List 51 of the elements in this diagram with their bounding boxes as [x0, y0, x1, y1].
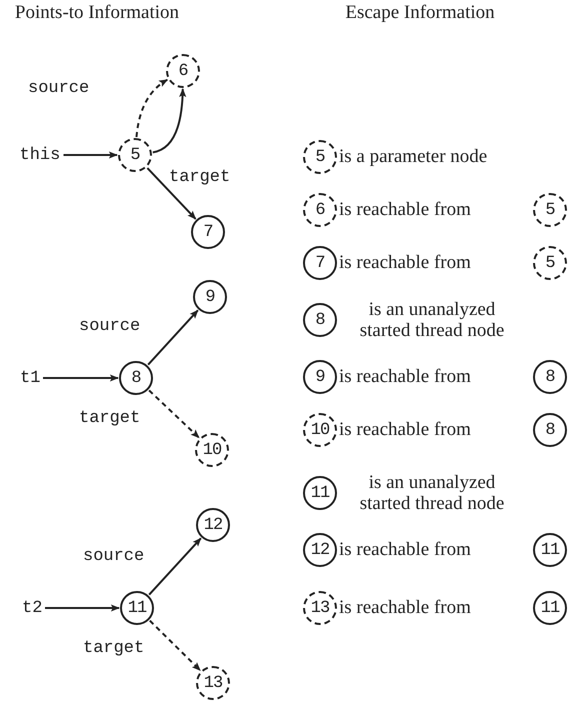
variable-label: t1 [20, 368, 40, 388]
description-text: is reachable from [339, 597, 471, 618]
graph-node-circle: 6 [166, 54, 200, 88]
graph-node-circle: 9 [193, 280, 227, 314]
description-text: is reachable from [339, 252, 471, 273]
edge-label: target [168, 168, 232, 187]
graph-node-circle: 7 [191, 215, 225, 249]
graph-node-circle: 8 [303, 303, 337, 337]
arrow [149, 620, 201, 672]
graph-node-circle: 13 [303, 591, 337, 625]
arrow [146, 167, 196, 220]
edge-label: target [78, 409, 142, 428]
graph-node-circle: 8 [533, 360, 567, 394]
graph-node-circle: 9 [303, 360, 337, 394]
graph-node-circle: 11 [533, 533, 567, 567]
description-text: is reachable from [339, 366, 471, 387]
graph-node-circle: 5 [303, 140, 337, 174]
column-heading: Points-to Information [14, 2, 180, 23]
arrow [148, 538, 202, 596]
graph-node-circle: 10 [303, 413, 337, 447]
variable-label: this [20, 145, 60, 165]
description-text: is an unanalyzed started thread node [358, 472, 506, 514]
graph-node-circle: 12 [303, 533, 337, 567]
graph-node-circle: 5 [533, 246, 567, 280]
description-text: is reachable from [339, 199, 471, 220]
description-text: is a parameter node [339, 146, 488, 167]
graph-node-circle: 8 [533, 413, 567, 447]
graph-node-circle: 10 [195, 433, 229, 467]
column-heading: Escape Information [344, 2, 496, 23]
description-text: is reachable from [339, 419, 471, 440]
graph-node-circle: 5 [118, 138, 152, 172]
graph-node-circle: 5 [533, 193, 567, 227]
description-text: is reachable from [339, 539, 471, 560]
arrow [147, 310, 199, 366]
graph-node-circle: 11 [303, 476, 337, 510]
description-text: is an unanalyzed started thread node [358, 299, 506, 341]
arrow [43, 374, 119, 382]
arrow [64, 151, 118, 159]
graph-node-circle: 13 [196, 666, 230, 700]
graph-node-circle: 7 [303, 246, 337, 280]
graph-node-circle: 11 [533, 591, 567, 625]
graph-node-circle: 6 [303, 193, 337, 227]
edge-label: target [82, 639, 146, 658]
graph-node-circle: 8 [119, 361, 153, 395]
arrow [136, 78, 168, 138]
graph-node-circle: 12 [196, 508, 230, 542]
arrow [148, 390, 200, 438]
graph-node-circle: 11 [120, 591, 154, 625]
variable-label: t2 [22, 598, 42, 618]
arrow [152, 88, 186, 154]
arrow [45, 604, 120, 612]
